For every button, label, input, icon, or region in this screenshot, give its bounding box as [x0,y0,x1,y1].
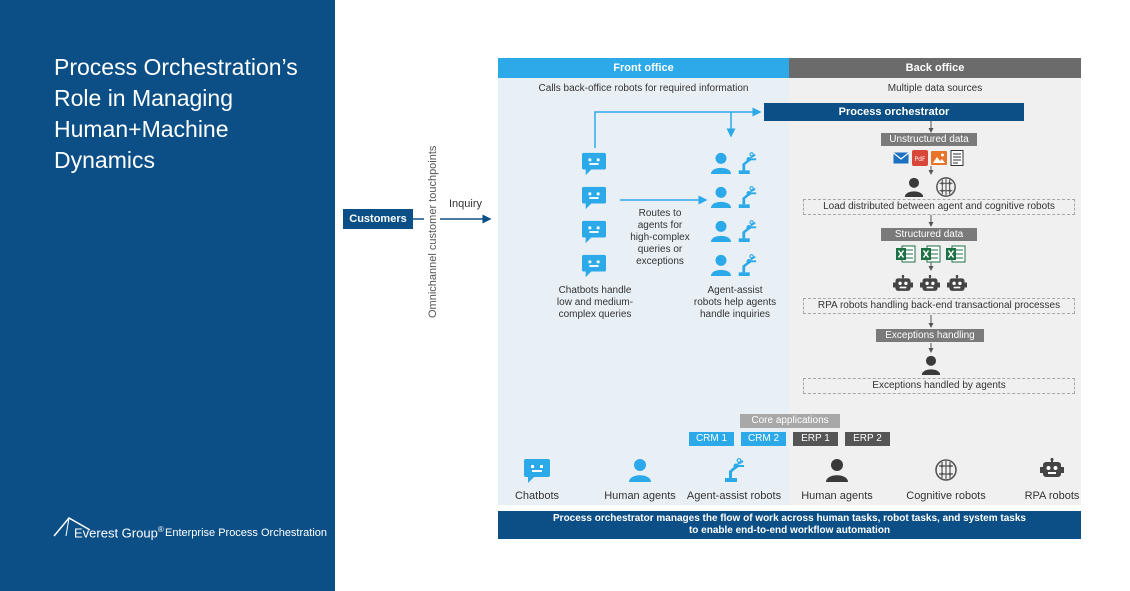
unstructured-data-label: Unstructured data [881,133,977,146]
front-office-panel [498,78,789,505]
core-applications-label: Core applications [740,414,840,428]
brand-tagline: Enterprise Process Orchestration [165,527,328,539]
agent-assist-robot-icon [736,220,758,242]
cognitive-robot-icon [935,176,957,198]
slide-title: Process Orchestration’s Role in Managing… [54,54,298,173]
sidebar: Process Orchestration’s Role in Managing… [0,0,335,591]
svg-text:PdF: PdF [915,156,926,163]
legend-agent-assist-robots: Agent-assist robots [686,490,782,502]
email-icon [893,152,909,164]
crm1-chip: CRM 1 [689,432,734,446]
human-agent-icon [710,152,732,174]
legend-human-agents: Human agents [801,490,873,502]
rpa-processes-box: RPA robots handling back-end transaction… [803,298,1075,314]
back-office-subtitle: Multiple data sources [887,83,983,94]
agent-assist-robot-icon [736,254,758,276]
excel-icon [921,245,941,263]
brand-swoosh-icon [53,517,91,537]
rpa-robot-icon [1040,458,1064,482]
customers-box: Customers [343,209,413,229]
rpa-robot-icon [893,275,913,295]
human-agent-icon [825,458,849,482]
brand-logo: Everest Group® Enterprise Process Orches… [52,514,334,544]
human-agent-icon [710,186,732,208]
back-office-header: Back office [789,58,1081,78]
human-agent-icon [628,458,652,482]
structured-data-label: Structured data [881,228,977,241]
front-office-header: Front office [498,58,789,78]
erp2-chip: ERP 2 [845,432,890,446]
legend-rpa-robots: RPA robots [1024,490,1080,502]
crm2-chip: CRM 2 [741,432,786,446]
footer-banner: Process orchestrator manages the flow of… [498,511,1081,539]
pdf-icon: PdF [912,150,928,166]
excel-icon [946,245,966,263]
human-agent-icon [904,177,924,197]
cognitive-robot-icon [934,458,958,482]
rpa-robot-icon [920,275,940,295]
agent-assist-robot-icon [736,186,758,208]
agent-assist-robot-icon [736,152,758,174]
human-agent-icon [710,220,732,242]
chatbot-icon [581,186,607,210]
erp1-chip: ERP 1 [793,432,838,446]
human-agent-icon [710,254,732,276]
exceptions-handled-box: Exceptions handled by agents [803,378,1075,394]
legend-human-agents: Human agents [604,490,676,502]
chatbot-icon [581,254,607,278]
load-distributed-box: Load distributed between agent and cogni… [803,199,1075,215]
brand-name: Everest Group® [74,525,164,541]
legend-chatbots: Chatbots [514,490,560,502]
chatbot-icon [523,458,551,484]
chatbot-icon [581,220,607,244]
image-file-icon [931,151,947,165]
front-office-subtitle: Calls back-office robots for required in… [538,83,749,94]
human-agent-icon [921,355,941,375]
exceptions-handling-label: Exceptions handling [876,329,984,342]
excel-icon [896,245,916,263]
legend-cognitive-robots: Cognitive robots [906,490,986,502]
agent-assist-robot-icon [722,458,746,482]
process-orchestrator-bar: Process orchestrator [764,103,1024,121]
rpa-robot-icon [947,275,967,295]
inquiry-label: Inquiry [449,198,483,210]
callback-arrow [594,107,762,148]
chatbot-icon [581,152,607,176]
document-icon [950,150,964,166]
